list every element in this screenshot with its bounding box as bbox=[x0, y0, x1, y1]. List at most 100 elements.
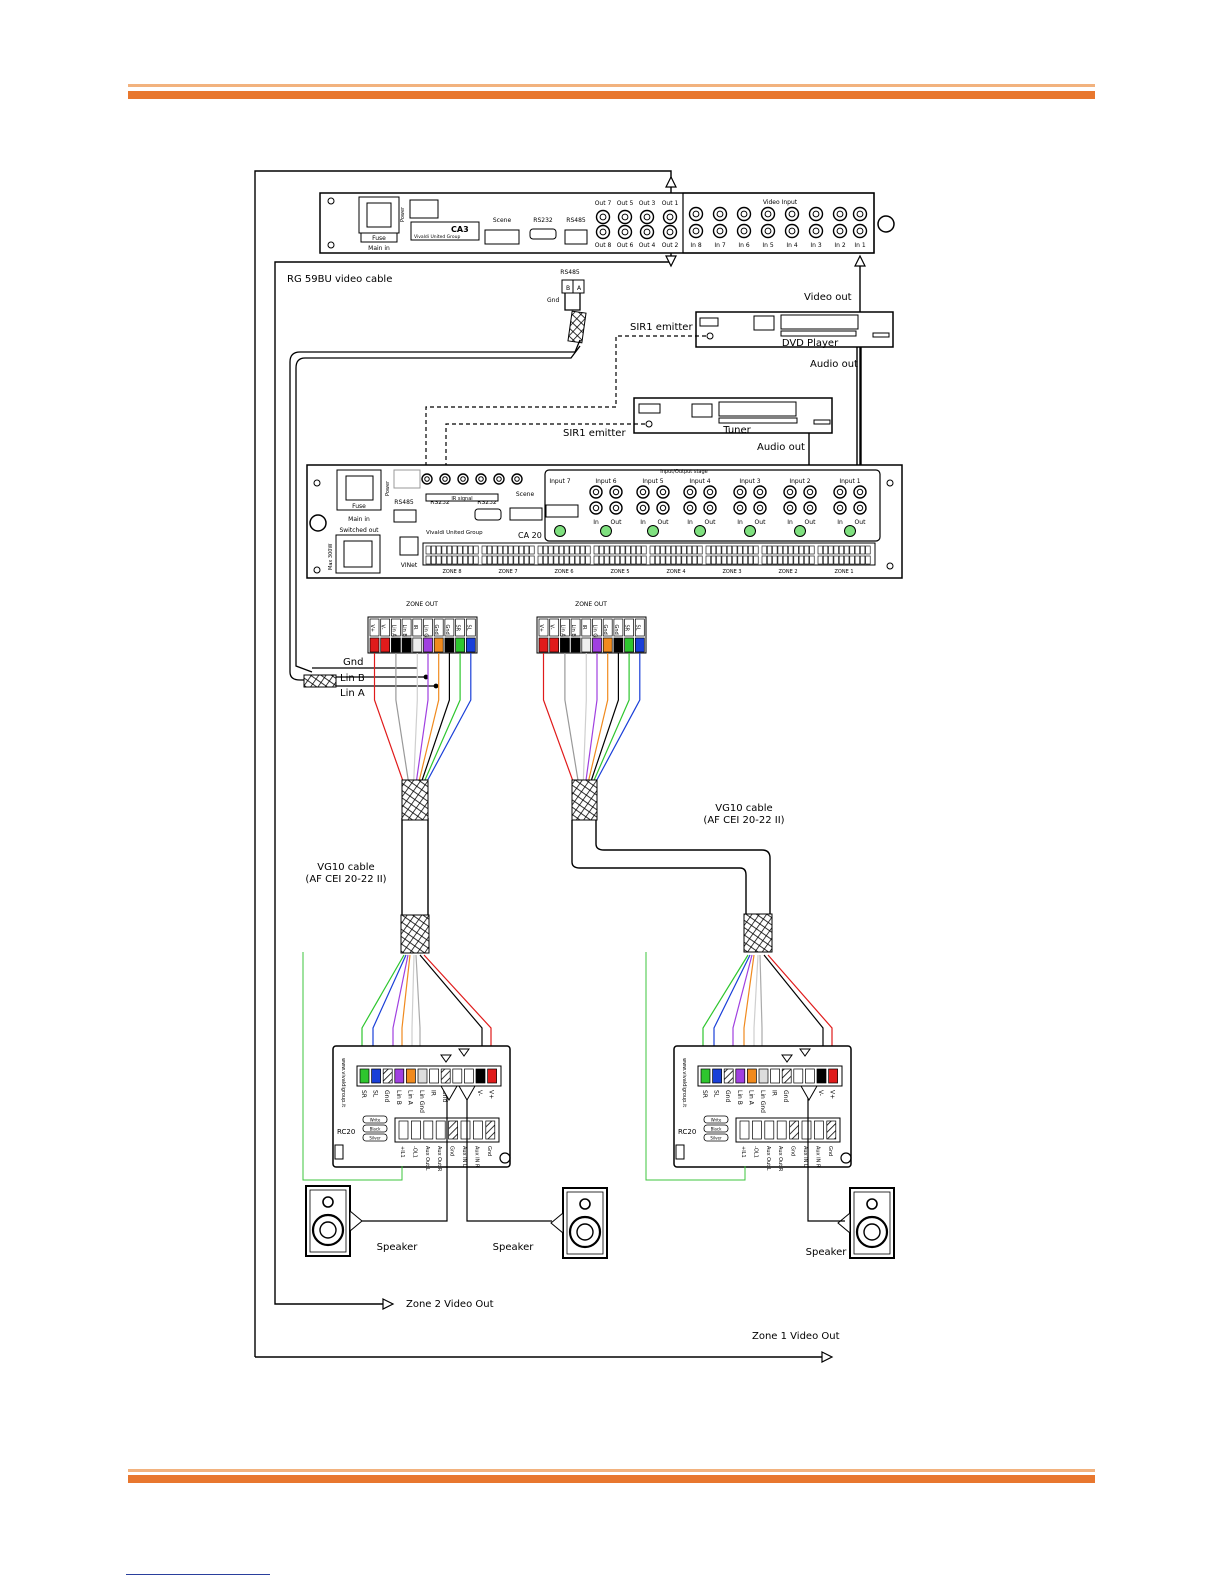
keypad-pin bbox=[429, 1068, 439, 1084]
cable-left-line1: VG10 cable bbox=[317, 862, 374, 873]
zone-pin-color bbox=[401, 637, 412, 653]
zone-pin-label: Lin B bbox=[401, 625, 407, 638]
zone2-video-out-label: Zone 2 Video Out bbox=[406, 1299, 494, 1310]
ce-mark-icon bbox=[840, 1152, 852, 1164]
zone-pin-label: Gnd bbox=[433, 625, 439, 635]
tuner-emitter-label: SIR1 emitter bbox=[563, 428, 626, 439]
ir-jack-icon bbox=[457, 473, 469, 485]
zone-pin bbox=[513, 545, 519, 555]
zone-wire bbox=[413, 653, 418, 785]
power-socket-icon bbox=[345, 475, 374, 501]
zone-pin bbox=[865, 555, 871, 565]
zone-pin-slot bbox=[592, 618, 602, 637]
keypad-pin-label: Gnd bbox=[441, 1090, 448, 1102]
zone-pin bbox=[686, 555, 692, 565]
speaker-icon bbox=[837, 1187, 895, 1259]
bus-lin-b-label: Lin B bbox=[340, 673, 365, 684]
keypad-side-label: Write bbox=[711, 1118, 722, 1123]
keypad-model: RC20 bbox=[678, 1128, 696, 1136]
zone-pin bbox=[641, 555, 647, 565]
matrix-output-label: Out 3 bbox=[639, 200, 656, 207]
zone-pin bbox=[828, 545, 834, 555]
switched-out-label: Switched out bbox=[339, 527, 379, 534]
rs485-pin-b: B bbox=[566, 285, 570, 292]
zone-pin-slot bbox=[369, 618, 380, 637]
zone-wire bbox=[591, 653, 630, 785]
zone-pin-slot bbox=[444, 618, 455, 637]
zone-pin-label: IR bbox=[581, 625, 587, 630]
zone-pin bbox=[732, 555, 738, 565]
zone-label: ZONE 2 bbox=[778, 569, 797, 575]
speaker-terminal-icon bbox=[799, 1048, 811, 1057]
keypad-pin bbox=[382, 1068, 393, 1084]
zone-pin bbox=[865, 545, 871, 555]
zone-pin-color bbox=[549, 637, 560, 653]
zone-pin bbox=[518, 555, 524, 565]
zone-pin-slot bbox=[380, 618, 391, 637]
speaker-terminal-icon bbox=[458, 1048, 470, 1057]
video-matrix-unit: Fuse Main in Power CA3 Vivaldi United Gr… bbox=[319, 192, 895, 254]
zone-label: ZONE 7 bbox=[498, 569, 517, 575]
rs485-block: RS485 Gnd B A bbox=[547, 269, 585, 304]
zone-pin bbox=[654, 555, 661, 565]
cable-label: RG 59BU video cable bbox=[287, 274, 392, 285]
in-label: In bbox=[737, 519, 743, 526]
zone-pin bbox=[630, 545, 636, 555]
footer-bar-thin bbox=[128, 1469, 1095, 1472]
zone-pin bbox=[660, 555, 666, 565]
bnc-jack-icon bbox=[832, 223, 848, 239]
zone-pin bbox=[430, 545, 437, 555]
amp-input-label: Input 6 bbox=[595, 478, 616, 485]
ce-mark-icon bbox=[877, 215, 895, 233]
ir-window-icon bbox=[645, 420, 653, 428]
zone-pin-slot bbox=[581, 618, 592, 637]
rca-jack-icon bbox=[753, 501, 767, 515]
tuner-audio-out-label: Audio out bbox=[757, 442, 805, 453]
zone-pin bbox=[721, 545, 727, 555]
io-title: Input/Output stage bbox=[660, 469, 707, 475]
keypad-bottom-label: Aux Out R bbox=[436, 1146, 442, 1172]
amp-input-label: Input 5 bbox=[642, 478, 663, 485]
bnc-jack-icon bbox=[852, 206, 868, 222]
zone-pin bbox=[585, 545, 591, 555]
zone-pin-slot bbox=[634, 618, 645, 637]
zone-wire bbox=[594, 653, 641, 785]
zone-pin-label: Lin A bbox=[390, 625, 396, 638]
header-bar bbox=[128, 91, 1095, 99]
keypad-bottom-pin bbox=[411, 1120, 421, 1140]
dvd-player: DVD Player bbox=[695, 311, 894, 349]
power-socket-icon bbox=[366, 202, 392, 228]
zone-pin bbox=[828, 555, 834, 565]
zone-pin bbox=[636, 545, 642, 555]
keypad-pin bbox=[723, 1068, 734, 1084]
amp-input-label: Input 4 bbox=[689, 478, 710, 485]
zone-pin bbox=[574, 555, 580, 565]
zone-pin bbox=[614, 555, 621, 565]
keypad-pin-label: IR bbox=[430, 1090, 437, 1096]
matrix-output-label: Out 2 bbox=[662, 242, 679, 249]
zone-pin bbox=[481, 545, 487, 555]
footer-link-underline bbox=[126, 1574, 270, 1575]
zone-label: ZONE 1 bbox=[834, 569, 853, 575]
in-label: In bbox=[787, 519, 793, 526]
rca-jack-icon bbox=[683, 501, 697, 515]
bnc-jack-icon bbox=[736, 223, 752, 239]
amp-rs485-port bbox=[393, 509, 417, 523]
zone-wire bbox=[373, 653, 405, 785]
bnc-jack-icon bbox=[852, 223, 868, 239]
zone-pin bbox=[817, 555, 823, 565]
tuner: Tuner bbox=[633, 397, 833, 436]
zone-pin bbox=[860, 555, 866, 565]
bnc-jack-icon bbox=[688, 223, 704, 239]
zone-pin bbox=[782, 555, 789, 565]
keypad-side-button bbox=[362, 1133, 388, 1142]
keypad-bottom-pin bbox=[789, 1120, 799, 1140]
keypad-pin bbox=[770, 1068, 780, 1084]
zone-pin-label: Lin Gnd bbox=[592, 625, 598, 644]
zone-pin bbox=[486, 555, 493, 565]
bnc-jack-icon bbox=[808, 206, 824, 222]
speaker-terminal-icon bbox=[440, 1054, 452, 1063]
zone-pin bbox=[748, 555, 754, 565]
matrix-brand: Vivaldi United Group bbox=[414, 234, 460, 240]
